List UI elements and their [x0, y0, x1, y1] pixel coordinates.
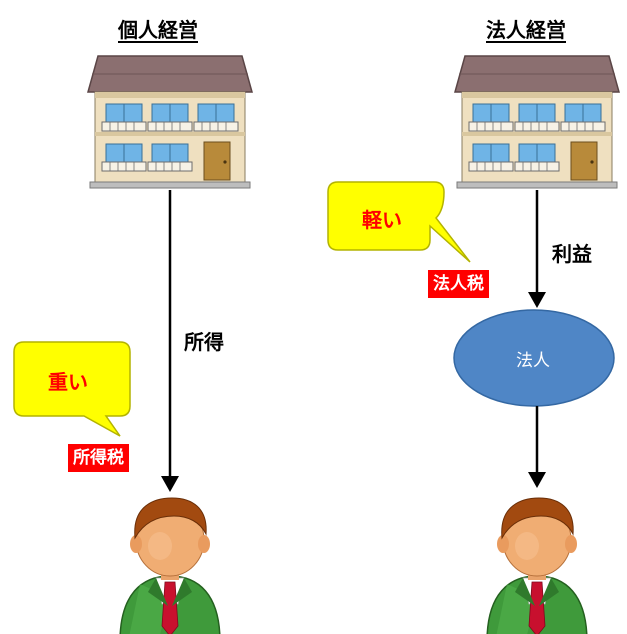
left-tax-badge: 所得税: [68, 444, 129, 472]
right-panel-title: 法人経営: [486, 18, 566, 42]
left-flow-label: 所得: [184, 330, 224, 354]
right-arrowhead-bottom-icon: [528, 472, 546, 488]
left-burden-label: 重い: [48, 370, 88, 394]
right-flow-label: 利益: [552, 242, 592, 266]
right-burden-label: 軽い: [362, 208, 402, 232]
corporation-ellipse: [453, 309, 615, 407]
right-building-icon: [454, 55, 620, 189]
left-person-icon: [119, 497, 221, 634]
right-speech-bubble: [327, 181, 471, 263]
right-person-icon: [486, 497, 588, 634]
corporation-label: 法人: [516, 351, 550, 371]
right-tax-badge: 法人税: [428, 270, 489, 298]
left-building-icon: [87, 55, 253, 189]
right-arrowhead-top-icon: [528, 292, 546, 308]
left-speech-bubble: [13, 341, 131, 437]
left-arrowhead-icon: [161, 476, 179, 492]
left-panel-title: 個人経営: [118, 18, 198, 42]
